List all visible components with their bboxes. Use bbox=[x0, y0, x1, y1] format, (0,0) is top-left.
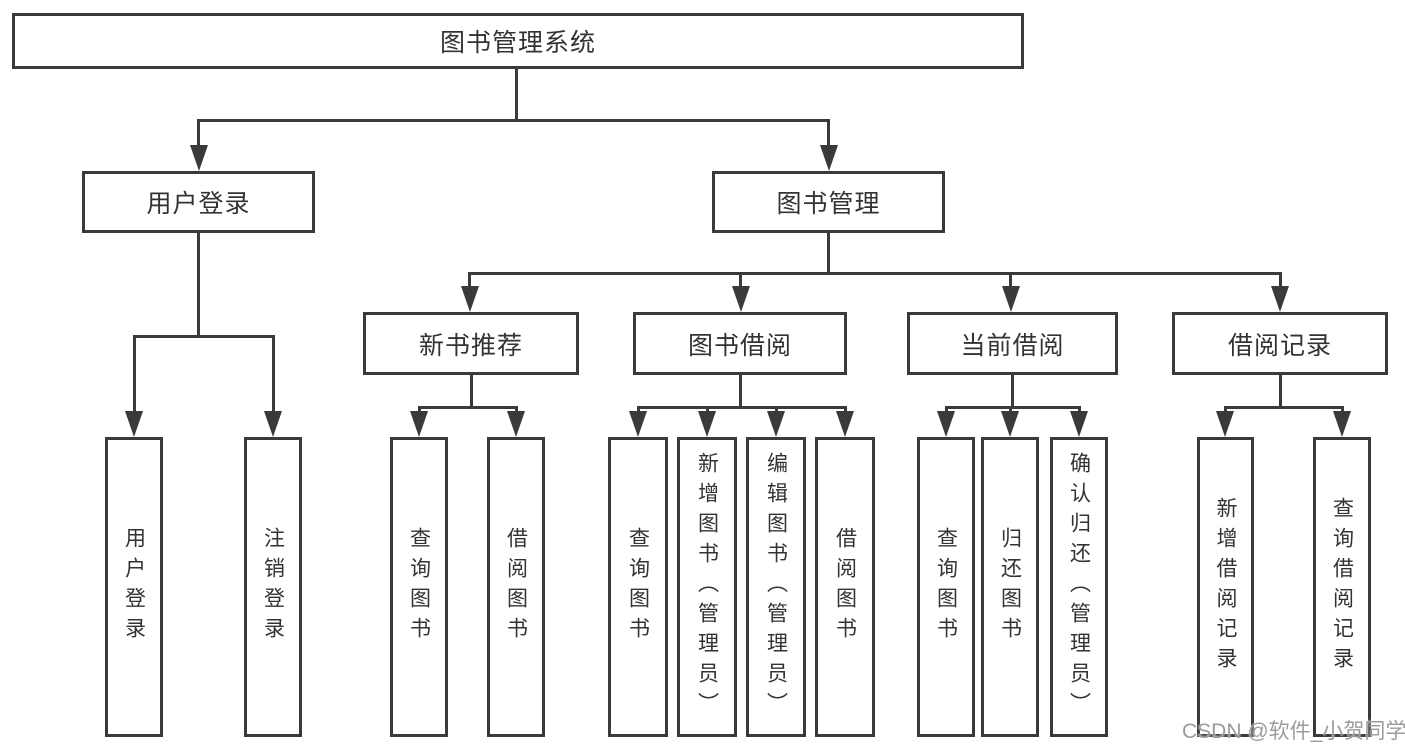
connector-arrow-stem bbox=[272, 335, 275, 413]
leaf-borrow-books: 借阅图书 bbox=[815, 437, 875, 737]
watermark: CSDN @软件_小贺同学 bbox=[1182, 720, 1405, 743]
connector-arrow-stem bbox=[1009, 272, 1012, 288]
connector-user-login-rail bbox=[133, 335, 275, 338]
connector-arrow-stem bbox=[739, 272, 742, 288]
connector-book-mgmt-stem bbox=[827, 233, 830, 274]
connector-arrow-stem bbox=[1224, 406, 1227, 414]
node-new-book-recommend: 新书推荐 bbox=[363, 312, 579, 375]
connector-arrow-stem bbox=[133, 335, 136, 413]
node-user-login: 用户登录 bbox=[82, 171, 315, 233]
connector-section-rail bbox=[945, 406, 1081, 409]
connector-arrow-stem bbox=[637, 406, 640, 414]
leaf-add-books-admin: 新增图书（管理员） bbox=[677, 437, 737, 737]
connector-root-stem bbox=[515, 69, 518, 121]
arrowhead-icon bbox=[1002, 286, 1020, 312]
node-book-management: 图书管理 bbox=[712, 171, 945, 233]
arrowhead-icon bbox=[410, 411, 428, 437]
arrowhead-icon bbox=[937, 411, 955, 437]
arrowhead-icon bbox=[190, 145, 208, 171]
arrowhead-icon bbox=[1070, 411, 1088, 437]
connector-section-stem bbox=[1011, 375, 1014, 408]
node-root: 图书管理系统 bbox=[12, 13, 1024, 69]
connector-arrow-stem bbox=[468, 272, 471, 288]
leaf-query-borrow-record: 查询借阅记录 bbox=[1313, 437, 1371, 737]
connector-arrow-stem bbox=[706, 406, 709, 414]
arrowhead-icon bbox=[732, 286, 750, 312]
connector-level3-rail bbox=[468, 272, 1281, 275]
arrowhead-icon bbox=[698, 411, 716, 437]
connector-user-login-stem bbox=[197, 233, 200, 337]
connector-level1-rail bbox=[197, 119, 830, 122]
arrowhead-icon bbox=[1001, 411, 1019, 437]
connector-arrow-stem bbox=[775, 406, 778, 414]
node-borrow-records: 借阅记录 bbox=[1172, 312, 1388, 375]
node-book-borrow: 图书借阅 bbox=[633, 312, 847, 375]
arrowhead-icon bbox=[767, 411, 785, 437]
connector-section-rail bbox=[418, 406, 518, 409]
leaf-add-borrow-record: 新增借阅记录 bbox=[1197, 437, 1254, 737]
connector-section-rail bbox=[637, 406, 847, 409]
connector-arrow-stem bbox=[1279, 272, 1282, 288]
leaf-query-books: 查询图书 bbox=[608, 437, 668, 737]
connector-section-stem bbox=[470, 375, 473, 408]
arrowhead-icon bbox=[507, 411, 525, 437]
arrowhead-icon bbox=[461, 286, 479, 312]
connector-section-stem bbox=[739, 375, 742, 408]
arrowhead-icon bbox=[264, 411, 282, 437]
leaf-borrow-books: 借阅图书 bbox=[487, 437, 545, 737]
arrowhead-icon bbox=[836, 411, 854, 437]
connector-arrow-stem bbox=[945, 406, 948, 414]
leaf-query-books: 查询图书 bbox=[390, 437, 448, 737]
connector-arrow-stem bbox=[197, 119, 200, 147]
leaf-confirm-return-admin: 确认归还（管理员） bbox=[1050, 437, 1108, 737]
leaf-user-login: 用户登录 bbox=[105, 437, 163, 737]
arrowhead-icon bbox=[629, 411, 647, 437]
arrowhead-icon bbox=[1216, 411, 1234, 437]
connector-arrow-stem bbox=[827, 119, 830, 147]
connector-arrow-stem bbox=[844, 406, 847, 414]
arrowhead-icon bbox=[820, 145, 838, 171]
connector-arrow-stem bbox=[515, 406, 518, 414]
connector-arrow-stem bbox=[1078, 406, 1081, 414]
connector-arrow-stem bbox=[1341, 406, 1344, 414]
arrowhead-icon bbox=[1333, 411, 1351, 437]
leaf-return-books: 归还图书 bbox=[981, 437, 1039, 737]
connector-section-stem bbox=[1279, 375, 1282, 408]
leaf-edit-books-admin: 编辑图书（管理员） bbox=[746, 437, 806, 737]
connector-arrow-stem bbox=[1009, 406, 1012, 414]
connector-section-rail bbox=[1224, 406, 1344, 409]
arrowhead-icon bbox=[1271, 286, 1289, 312]
node-current-borrow: 当前借阅 bbox=[907, 312, 1118, 375]
leaf-logout: 注销登录 bbox=[244, 437, 302, 737]
arrowhead-icon bbox=[125, 411, 143, 437]
leaf-query-books: 查询图书 bbox=[917, 437, 975, 737]
connector-arrow-stem bbox=[418, 406, 421, 414]
